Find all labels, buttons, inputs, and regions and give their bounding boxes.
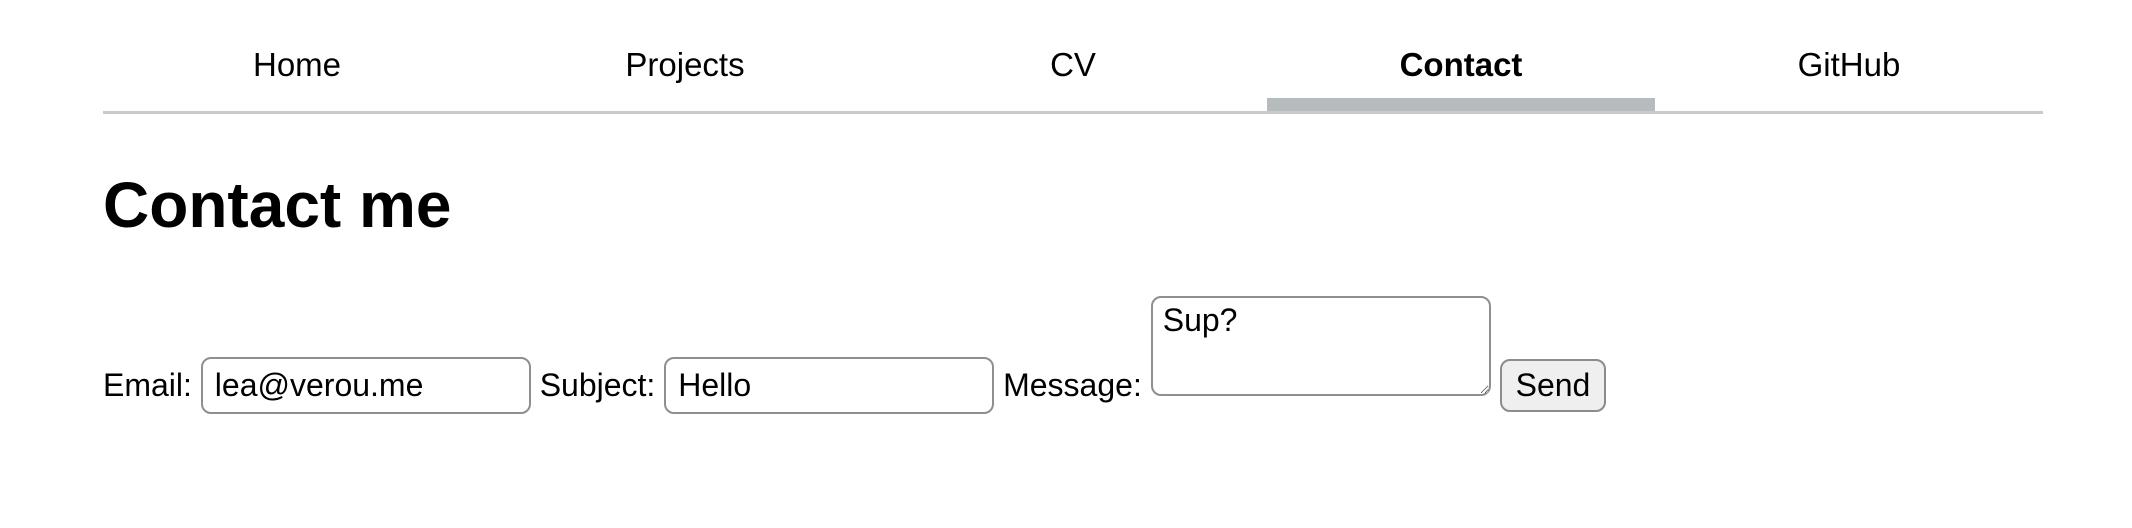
contact-form: Email: Subject: Message: Sup? Send: [103, 296, 2043, 414]
nav-list: Home Projects CV Contact GitHub: [103, 0, 2043, 114]
nav-item-cv[interactable]: CV: [1050, 46, 1096, 83]
page-title: Contact me: [103, 169, 452, 241]
main-nav: Home Projects CV Contact GitHub: [103, 0, 2043, 114]
page-content: Home Projects CV Contact GitHub Contact …: [103, 0, 2043, 414]
message-label: Message:: [1003, 367, 1142, 403]
nav-item-github[interactable]: GitHub: [1797, 46, 1901, 83]
message-field[interactable]: Sup?: [1150, 296, 1491, 396]
nav-item-home[interactable]: Home: [252, 46, 342, 83]
nav-item-projects[interactable]: Projects: [625, 46, 745, 83]
nav-item-contact[interactable]: Contact: [1267, 0, 1655, 111]
email-field[interactable]: [200, 357, 531, 414]
subject-field[interactable]: [664, 357, 995, 414]
subject-label: Subject:: [539, 367, 656, 403]
email-label: Email:: [103, 367, 192, 403]
send-button[interactable]: Send: [1499, 359, 1607, 412]
